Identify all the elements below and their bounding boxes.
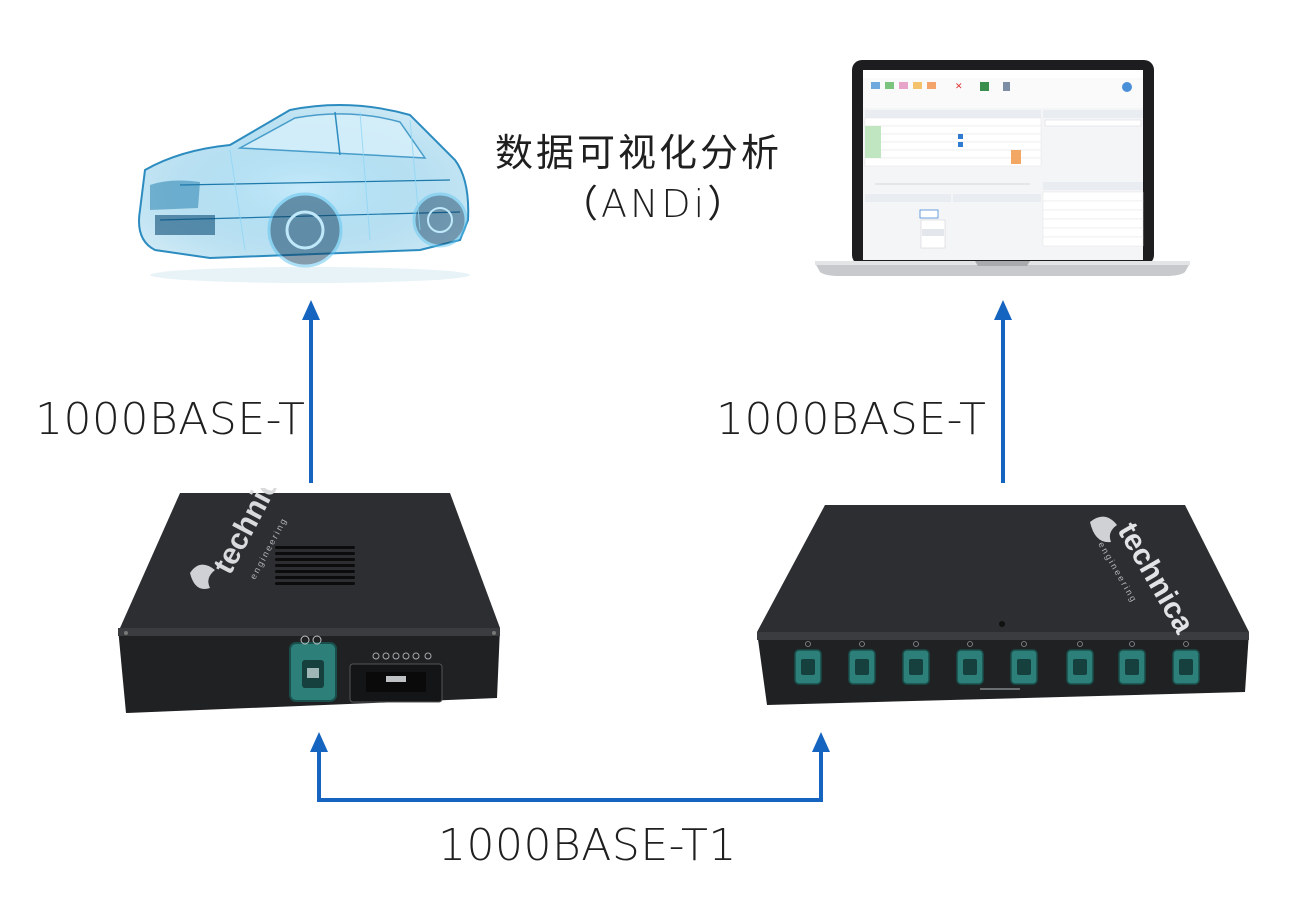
bottom-link-arrow [310, 732, 830, 802]
left-ethernet-device: technica engineering [118, 488, 500, 713]
left-link-label: 1000BASE-T [35, 394, 306, 445]
analysis-subtitle: （ANDi） [560, 182, 749, 226]
svg-text:✕: ✕ [955, 81, 963, 91]
switch-port-row [794, 649, 1200, 685]
right-ethernet-switch: technica engineering [757, 505, 1249, 705]
left-uplink-arrow [302, 300, 320, 483]
car-image [138, 104, 470, 283]
right-uplink-arrow [994, 300, 1012, 483]
analysis-title: 数据可视化分析 [495, 131, 783, 175]
right-link-label: 1000BASE-T [716, 394, 987, 445]
bottom-link-label: 1000BASE-T1 [438, 820, 737, 871]
laptop-image: ✕ [815, 58, 1190, 276]
